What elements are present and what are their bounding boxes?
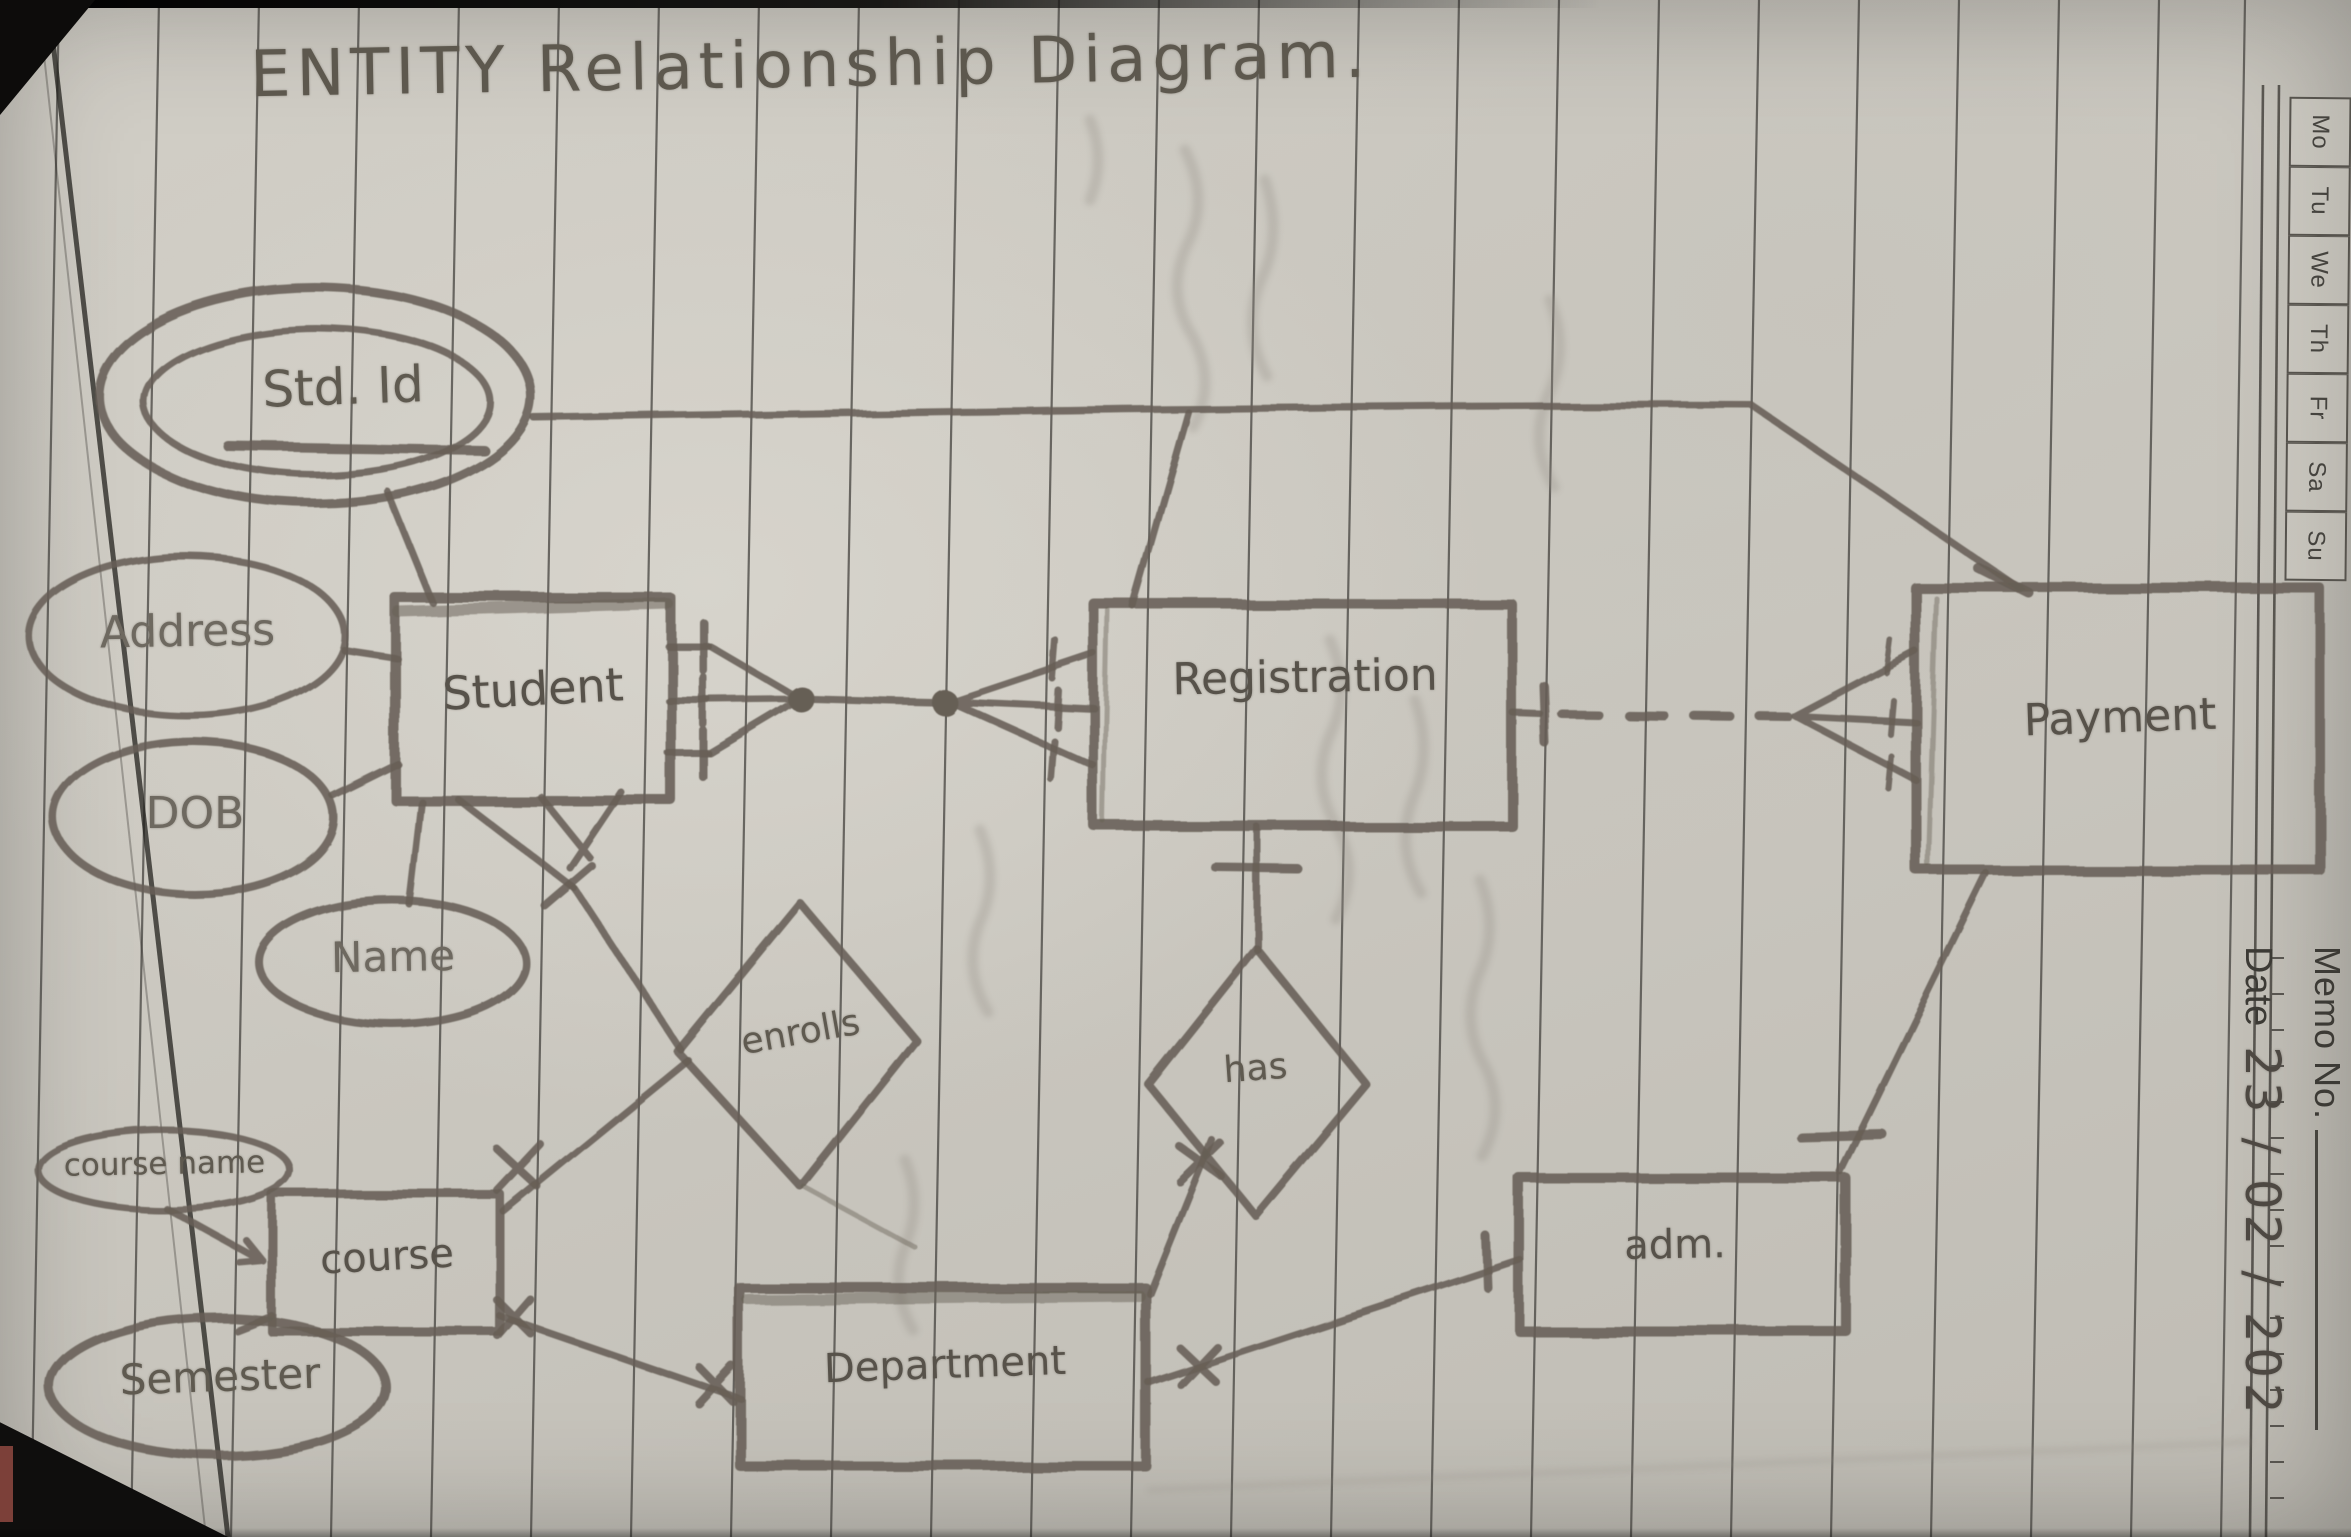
tick-registration-has <box>1211 863 1303 874</box>
dob-attribute-oval <box>50 738 338 898</box>
diagram-title: ENTITY Relationship Diagram. <box>249 18 1372 113</box>
payment-entity-box <box>1911 583 2325 875</box>
weekday-box-we: We <box>2287 235 2351 306</box>
memo-no-line <box>2315 1130 2348 1431</box>
weekday-box-su: Su <box>2284 511 2348 582</box>
line-name-student <box>405 797 425 908</box>
date-label: Date <box>2237 946 2279 1027</box>
line-student-enrolls-fork <box>454 788 625 892</box>
line-address-student <box>340 646 401 662</box>
weekday-checkboxes: Mo Tu We Th Fr Sa Su <box>2284 96 2351 582</box>
memo-no-label: Memo No. <box>2307 946 2348 1121</box>
cross-department-admission <box>1176 1342 1220 1388</box>
cross-course-department-2 <box>695 1363 737 1408</box>
registration-label: Registration <box>1171 649 1439 706</box>
course-label: course <box>319 1230 455 1284</box>
photo-edge-top <box>0 0 1600 8</box>
memo-header: Memo No. Date 23 / 02 / 202 <box>2234 946 2348 1537</box>
course-entity-box <box>267 1189 505 1337</box>
address-attribute-oval <box>25 552 349 720</box>
std-id-attribute-oval-outer <box>94 283 536 509</box>
course-name-label: course name <box>63 1144 266 1184</box>
line-coursename-course <box>162 1204 267 1267</box>
semester-label: Semester <box>118 1348 322 1405</box>
department-entity-box <box>735 1283 1151 1471</box>
tick-student-enrolls <box>541 862 596 910</box>
tick-admission-left <box>1481 1231 1493 1293</box>
line-department-admission <box>1144 1256 1524 1386</box>
weekday-box-mo: Mo <box>2288 96 2351 168</box>
weekday-box-th: Th <box>2286 304 2350 375</box>
admission-entity-box <box>1514 1173 1851 1336</box>
std-id-label: Std. Id <box>261 355 425 419</box>
weekday-box-tu: Tu <box>2288 166 2351 237</box>
student-label: Student <box>441 657 625 721</box>
line-branch-registration <box>1129 408 1192 610</box>
std-id-attribute-oval-inner <box>140 325 494 479</box>
line-stdid-student <box>384 488 437 607</box>
name-label: Name <box>330 930 456 983</box>
semester-attribute-oval <box>45 1313 391 1461</box>
margin-double-line <box>2248 84 2284 1537</box>
dob-label: DOB <box>145 788 245 839</box>
line-dob-student <box>329 760 402 800</box>
line-stdid-payment <box>530 402 2026 594</box>
paper-crease <box>37 0 231 1537</box>
date-value: 23 / 02 / 202 <box>2234 1046 2290 1419</box>
line-payment-admission <box>1836 869 1990 1176</box>
cross-course-department-1 <box>493 1295 535 1340</box>
enrolls-relationship-diamond <box>674 899 920 1190</box>
connector-student-registration <box>664 618 1098 782</box>
cross-has-department <box>1176 1139 1226 1186</box>
tick-payment-admission <box>1795 1129 1887 1141</box>
enrolls-label: enrolls <box>737 1001 864 1064</box>
admission-label: adm. <box>1623 1221 1727 1269</box>
has-label: has <box>1222 1045 1289 1092</box>
photo-red-sliver <box>0 1446 13 1522</box>
payment-label: Payment <box>2022 688 2218 747</box>
weekday-box-fr: Fr <box>2285 373 2349 444</box>
name-attribute-oval <box>255 896 529 1028</box>
std-id-underline <box>223 441 489 455</box>
department-label: Department <box>823 1337 1067 1393</box>
cross-enrolls-course <box>492 1140 544 1194</box>
address-label: Address <box>99 604 276 659</box>
line-student-enrolls <box>571 885 685 1054</box>
connector-registration-payment <box>1509 637 1920 791</box>
weekday-box-sa: Sa <box>2285 442 2348 513</box>
photo-edge-bottom <box>0 1528 2351 1537</box>
line-semester-course <box>232 1312 276 1334</box>
line-course-department <box>496 1312 745 1403</box>
